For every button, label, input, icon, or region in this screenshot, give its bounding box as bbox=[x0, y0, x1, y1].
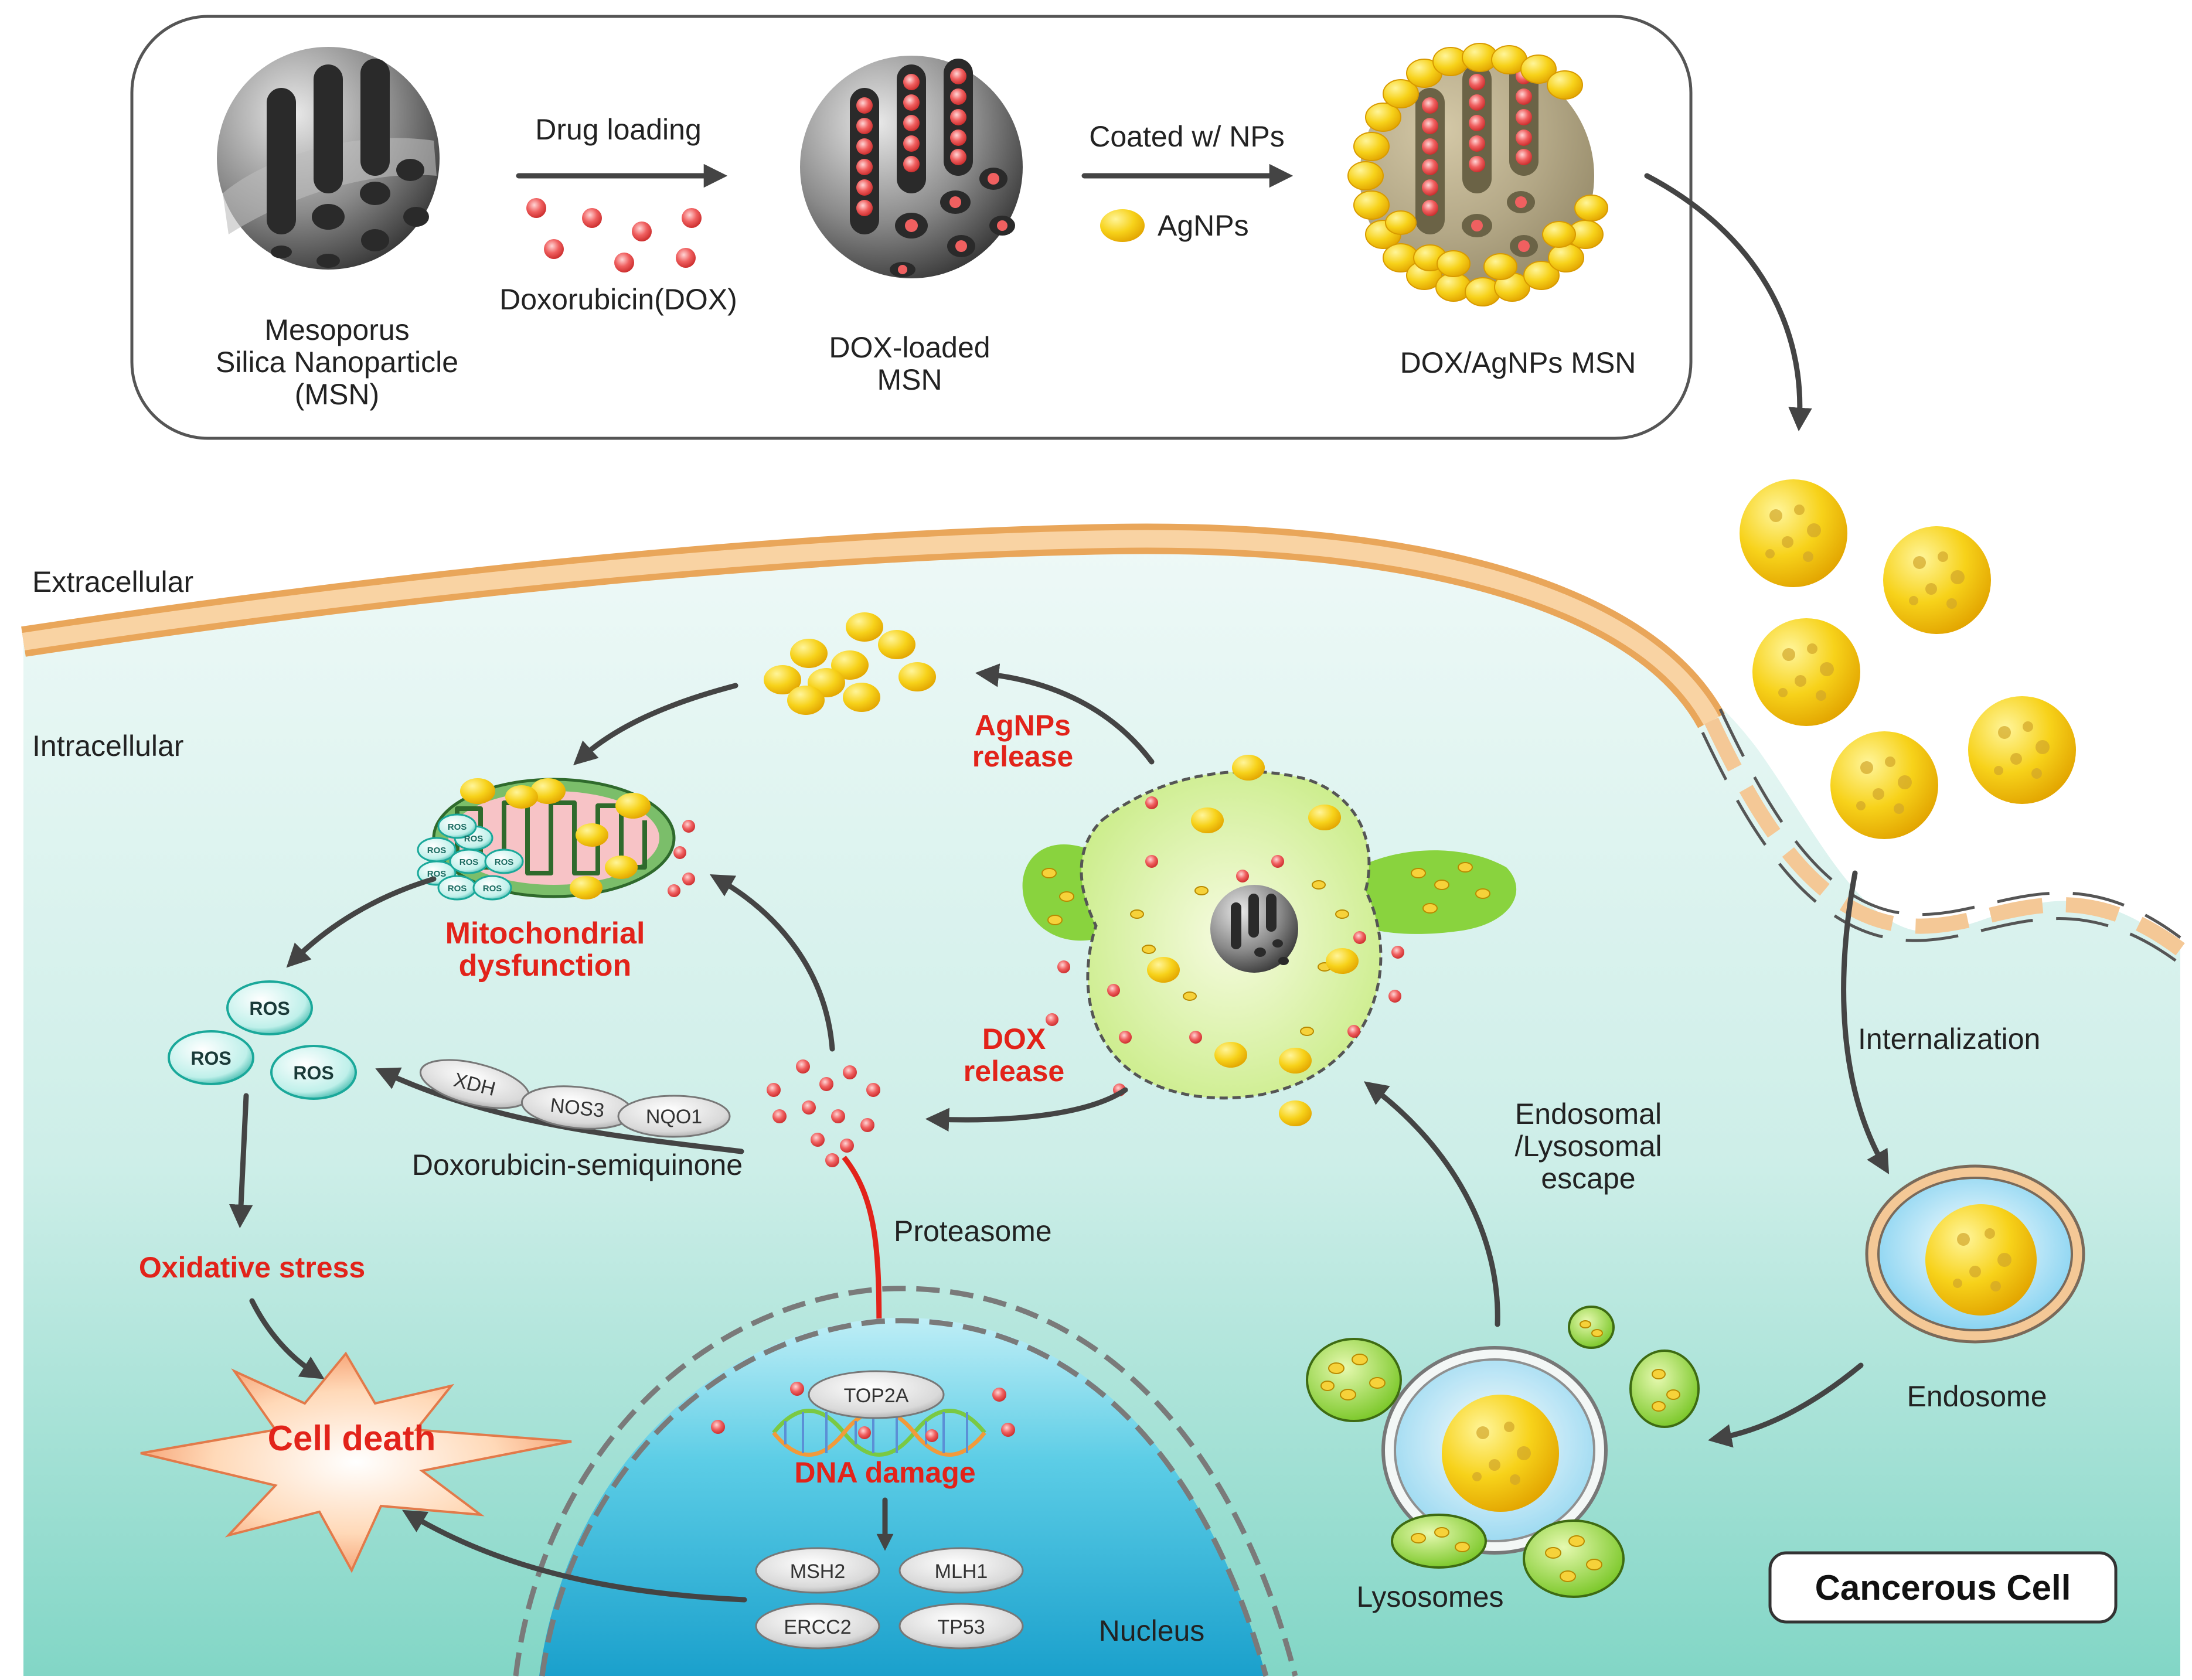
svg-text:NQO1: NQO1 bbox=[646, 1106, 702, 1128]
mito-to-ros-arrow bbox=[286, 876, 437, 968]
dox-release-label-1: DOX bbox=[982, 1023, 1046, 1055]
membrane-invagination bbox=[1704, 717, 2185, 956]
lysosomes-label: Lysosomes bbox=[1356, 1580, 1503, 1613]
cell-death-burst bbox=[140, 1351, 572, 1573]
escape-arrow bbox=[1364, 1081, 1500, 1327]
oxidative-stress-label: Oxidative stress bbox=[139, 1251, 365, 1284]
dox-molecules-legend bbox=[526, 198, 702, 272]
svg-text:MLH1: MLH1 bbox=[935, 1560, 988, 1583]
released-dox bbox=[767, 1059, 880, 1167]
svg-text:TP53: TP53 bbox=[937, 1616, 985, 1638]
dox-agnps-msn-label: DOX/AgNPs MSN bbox=[1400, 346, 1636, 379]
dna-damage-label: DNA damage bbox=[794, 1456, 975, 1489]
agnps-to-mito-arrow bbox=[573, 683, 738, 765]
mito-dysfunction-label-1: Mitochondrial bbox=[445, 916, 645, 950]
cancer-cell-label: Cancerous Cell bbox=[1815, 1568, 2071, 1607]
semiquinone-genes: XDH NOS3 NQO1 bbox=[419, 1059, 731, 1138]
stress-to-death-arrow bbox=[249, 1298, 325, 1379]
dox-loaded-msn bbox=[800, 56, 1023, 278]
endosome bbox=[1865, 1164, 2085, 1344]
msn-label-2: Silica Nanoparticle bbox=[216, 346, 458, 379]
dox-agnps-msn bbox=[1347, 43, 1608, 306]
cell-death-label: Cell death bbox=[268, 1419, 436, 1458]
agnps-release-label-1: AgNPs bbox=[975, 709, 1071, 742]
svg-text:MSH2: MSH2 bbox=[790, 1560, 845, 1583]
escape-label-1: Endosomal bbox=[1515, 1098, 1662, 1130]
coated-label: Coated w/ NPs bbox=[1089, 120, 1284, 153]
ros-to-stress-arrow bbox=[229, 1093, 253, 1229]
released-agnps bbox=[764, 612, 936, 715]
release-vesicle bbox=[1022, 755, 1517, 1126]
lysosome-fusion bbox=[1381, 1346, 1608, 1555]
svg-text:ROS: ROS bbox=[483, 884, 502, 894]
dox-release-arrow bbox=[925, 1087, 1128, 1132]
semiquinone-label: Doxorubicin-semiquinone bbox=[412, 1149, 743, 1181]
nucleus bbox=[539, 1317, 1266, 1676]
drug-loading-label: Drug loading bbox=[535, 113, 702, 146]
escape-label-3: escape bbox=[1541, 1162, 1635, 1195]
msn-label-1: Mesoporus bbox=[264, 313, 409, 346]
svg-text:ROS: ROS bbox=[459, 857, 479, 867]
nuclear-envelope-inner bbox=[539, 1318, 1269, 1677]
ros-label-2: ROS bbox=[190, 1048, 231, 1069]
agnp-legend-icon bbox=[1100, 209, 1145, 242]
repair-genes: MSH2 MLH1 ERCC2 TP53 bbox=[755, 1547, 1024, 1650]
cancer-cell-box bbox=[1768, 1551, 2118, 1624]
svg-text:ROS: ROS bbox=[448, 884, 467, 894]
internalization-label: Internalization bbox=[1858, 1023, 2040, 1055]
nuclear-envelope-outer bbox=[513, 1286, 1298, 1677]
escape-label-2: /Lysosomal bbox=[1514, 1130, 1662, 1163]
extracellular-nanoparticles bbox=[1740, 479, 2076, 839]
intracellular-label: Intracellular bbox=[32, 730, 183, 762]
svg-text:ERCC2: ERCC2 bbox=[784, 1616, 851, 1638]
nucleus-label: Nucleus bbox=[1099, 1614, 1205, 1647]
proteasome-label: Proteasome bbox=[894, 1215, 1052, 1248]
svg-text:ROS: ROS bbox=[495, 857, 514, 867]
dox-label: Doxorubicin(DOX) bbox=[499, 283, 737, 316]
nuclear-dox bbox=[711, 1382, 1015, 1442]
ros-label-3: ROS bbox=[293, 1062, 333, 1083]
agnps-release-label-2: release bbox=[972, 740, 1073, 773]
dox-to-mito-arrow bbox=[709, 874, 835, 1052]
ros-label-1: ROS bbox=[249, 998, 290, 1019]
lysosomes bbox=[1306, 1306, 1700, 1598]
extracellular-label: Extracellular bbox=[32, 565, 193, 598]
agnps-legend-label: AgNPs bbox=[1158, 209, 1249, 242]
membrane-invagination-edge2 bbox=[1701, 731, 2181, 966]
endosome-to-lysosome-arrow bbox=[1708, 1362, 1864, 1448]
dox-loaded-label-1: DOX-loaded bbox=[829, 331, 990, 364]
svg-text:ROS: ROS bbox=[427, 846, 447, 856]
dox-release-label-2: release bbox=[964, 1055, 1064, 1088]
agnps-release-arrow bbox=[975, 663, 1155, 765]
svg-text:ROS: ROS bbox=[464, 834, 484, 844]
dox-loaded-label-2: MSN bbox=[877, 363, 942, 396]
delivery-arrow bbox=[1644, 173, 1812, 432]
membrane-invagination-edge bbox=[1718, 708, 2181, 939]
repair-to-death-arrow bbox=[402, 1509, 747, 1603]
svg-text:ROS: ROS bbox=[448, 822, 467, 832]
top2a-label: TOP2A bbox=[844, 1385, 909, 1407]
ros-cluster bbox=[168, 980, 357, 1100]
msn-label-3: (MSN) bbox=[295, 378, 379, 411]
top2a-protein bbox=[808, 1370, 945, 1419]
cell-membrane-inner bbox=[22, 530, 1720, 725]
svg-text:ROS: ROS bbox=[427, 869, 447, 879]
internalization-arrow bbox=[1841, 870, 1890, 1175]
lysosome-contents bbox=[1320, 1320, 1680, 1582]
proteasome-inhibition-line bbox=[842, 1156, 882, 1348]
mito-dysfunction-label-2: dysfunction bbox=[459, 949, 632, 983]
msn-particle bbox=[217, 47, 440, 270]
endosome-label: Endosome bbox=[1907, 1380, 2047, 1413]
